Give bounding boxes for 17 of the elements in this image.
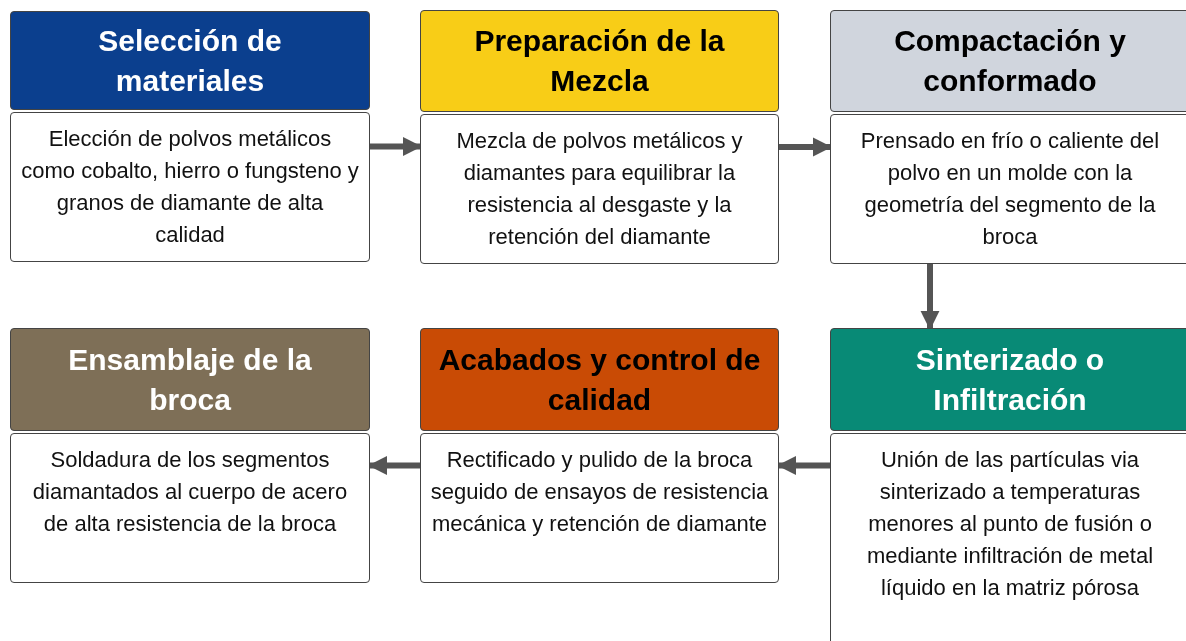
arrow [370, 136, 422, 157]
arrow [368, 455, 420, 476]
step-header: Selección de materiales [10, 11, 370, 110]
arrow [920, 264, 940, 330]
step-description: Prensado en frío o caliente del polvo en un molde con la geometría del segmento de la broca [830, 114, 1186, 264]
arrow [779, 137, 832, 157]
step-header: Preparación de la Mezcla [420, 10, 779, 112]
step-header: Sinterizado o Infiltración [830, 328, 1186, 431]
step-description: Unión de las partículas via sinterizado a temperaturas menores al punto de fusión o mediante infiltración de metal líquido en la matriz pórosa [830, 433, 1186, 641]
step-description: Elección de polvos metálicos como cobalto, hierro o fungsteno y granos de diamante de alta calidad [10, 112, 370, 262]
step-header: Ensamblaje de la broca [10, 328, 370, 431]
step-description: Mezcla de polvos metálicos y diamantes para equilibrar la resistencia al desgaste y la retención del diamante [420, 114, 779, 264]
step-description: Rectificado y pulido de la broca seguido de ensayos de resistencia mecánica y retención de diamante [420, 433, 779, 583]
arrow [777, 455, 830, 476]
step-header: Acabados y control de calidad [420, 328, 779, 431]
step-header: Compactación y conformado [830, 10, 1186, 112]
step-description: Soldadura de los segmentos diamantados al cuerpo de acero de alta resistencia de la broca [10, 433, 370, 583]
